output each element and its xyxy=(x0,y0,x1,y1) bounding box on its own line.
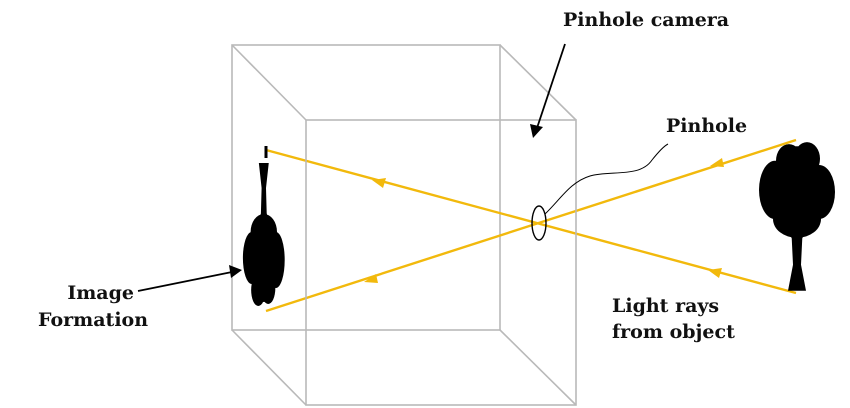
ray-arrowhead xyxy=(708,268,722,278)
box-edge-top-right xyxy=(499,44,577,121)
pinhole-pointer-line xyxy=(544,143,669,215)
light-rays-label-line2: from object xyxy=(612,321,735,343)
image-formation-label-line2: Formation xyxy=(38,309,149,331)
camera-box xyxy=(231,44,577,406)
pinhole-camera-arrow xyxy=(530,43,566,138)
ray-top-object-to-bottom-image xyxy=(265,138,797,313)
box-edge-top-left xyxy=(231,44,307,121)
tree-object-icon xyxy=(759,142,835,291)
light-rays-label-line1: Light rays xyxy=(612,295,720,317)
pinhole-camera-label: Pinhole camera xyxy=(563,9,730,31)
pinhole-aperture xyxy=(531,205,547,241)
light-rays xyxy=(265,138,797,313)
image-formation-label-line1: Image xyxy=(67,282,134,304)
image-formation-arrow xyxy=(137,265,242,292)
pinhole-label: Pinhole xyxy=(666,115,748,137)
box-front-face xyxy=(305,119,577,406)
ray-bottom-object-to-top-image xyxy=(265,148,797,295)
box-back-face xyxy=(231,44,501,331)
ray-arrowhead xyxy=(372,178,386,188)
box-edge-bottom-left xyxy=(231,329,307,406)
ray-arrowhead xyxy=(710,158,724,167)
ray-arrowhead xyxy=(364,274,378,283)
inverted-tree-image-icon xyxy=(242,163,285,306)
box-edge-bottom-right xyxy=(499,329,577,406)
